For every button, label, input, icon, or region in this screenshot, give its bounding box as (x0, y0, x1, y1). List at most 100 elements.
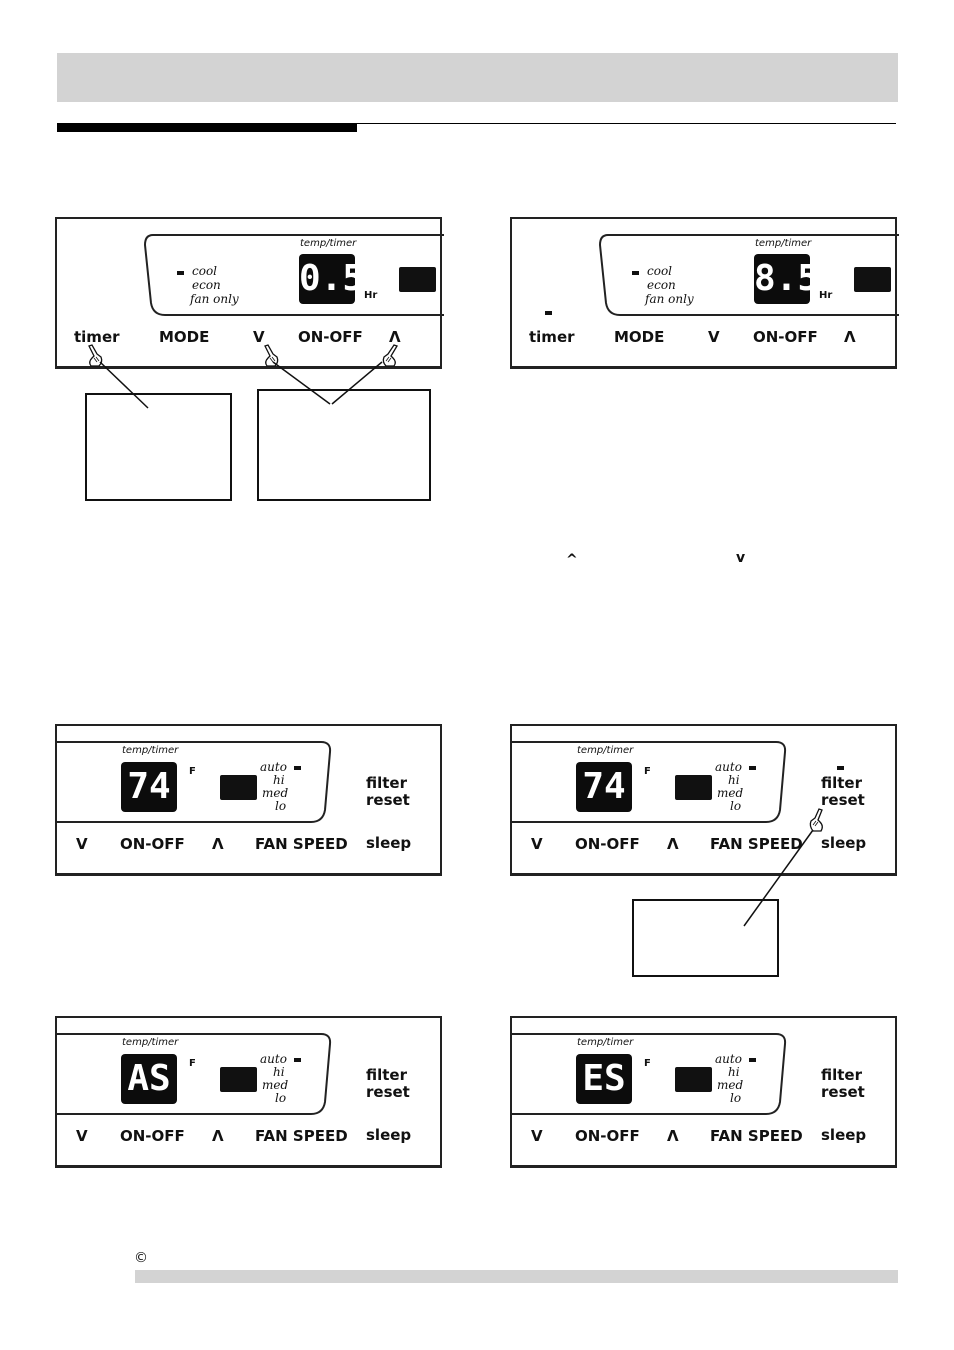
mode-indicator-cool (632, 271, 639, 275)
temp-timer-label: temp/timer (755, 238, 812, 249)
callout-box-filter-reset (632, 899, 779, 977)
fan-speed-hi: hi (273, 1065, 285, 1079)
filter-label[interactable]: filter (366, 1066, 408, 1084)
up-button[interactable]: Λ (667, 835, 679, 853)
mode-button[interactable]: MODE (159, 328, 210, 346)
fan-speed-auto: auto (715, 760, 742, 774)
timer-button[interactable]: timer (74, 328, 120, 346)
filter-label[interactable]: filter (821, 774, 863, 792)
temp-timer-label: temp/timer (577, 1037, 634, 1048)
filter-indicator (837, 766, 844, 770)
fan-speed-auto: auto (715, 1052, 742, 1066)
reset-label[interactable]: reset (821, 791, 865, 809)
mode-indicator-cool (177, 271, 184, 275)
sleep-button[interactable]: sleep (366, 1126, 412, 1144)
fan-speed-med: med (717, 786, 744, 800)
fan-speed-lo: lo (730, 799, 742, 813)
fahrenheit-label: F (644, 1058, 651, 1069)
secondary-display (220, 1067, 257, 1092)
control-panel-error-as: temp/timer AS F auto hi med lo filter re… (55, 1016, 442, 1168)
fan-speed-button[interactable]: FAN SPEED (255, 835, 348, 853)
fahrenheit-label: F (189, 1058, 196, 1069)
timer-button[interactable]: timer (529, 328, 575, 346)
timer-indicator (545, 311, 552, 315)
reset-label[interactable]: reset (821, 1083, 865, 1101)
callout-box-up-down (257, 389, 431, 501)
fan-speed-med: med (262, 786, 289, 800)
filter-label[interactable]: filter (821, 1066, 863, 1084)
hr-label: Hr (364, 290, 378, 301)
secondary-display (675, 1067, 712, 1092)
down-button[interactable]: V (531, 1127, 543, 1145)
mode-label-fan-only: fan only (190, 292, 239, 306)
reset-label[interactable]: reset (366, 1083, 410, 1101)
fan-speed-med: med (717, 1078, 744, 1092)
lcd-display: 0.5 (299, 254, 364, 304)
secondary-display (399, 267, 436, 292)
hr-label: Hr (819, 290, 833, 301)
secondary-display (675, 775, 712, 800)
display-frame (143, 234, 444, 316)
secondary-display (854, 267, 891, 292)
lcd-display: AS (121, 1054, 177, 1104)
pointing-hand-icon (809, 808, 823, 832)
mode-button[interactable]: MODE (614, 328, 665, 346)
lcd-display: ES (576, 1054, 632, 1104)
fan-speed-hi: hi (273, 773, 285, 787)
fahrenheit-label: F (189, 766, 196, 777)
up-button[interactable]: Λ (389, 328, 401, 346)
callout-box-timer (85, 393, 232, 501)
mode-label-econ: econ (647, 278, 676, 292)
fan-speed-lo: lo (275, 799, 287, 813)
control-panel-timer-set: cool econ fan only temp/timer 0.5 Hr tim… (55, 217, 444, 369)
fan-speed-hi: hi (728, 773, 740, 787)
display-frame (598, 234, 899, 316)
up-symbol: ^ (566, 552, 578, 568)
mode-label-cool: cool (192, 264, 218, 278)
on-off-button[interactable]: ON-OFF (298, 328, 363, 346)
fan-indicator-auto (749, 1058, 756, 1062)
up-button[interactable]: Λ (844, 328, 856, 346)
down-button[interactable]: V (531, 835, 543, 853)
sleep-button[interactable]: sleep (821, 1126, 867, 1144)
fan-speed-button[interactable]: FAN SPEED (710, 835, 803, 853)
lcd-display: 74 (576, 762, 632, 812)
on-off-button[interactable]: ON-OFF (120, 835, 185, 853)
display-frame (57, 1033, 332, 1115)
fan-speed-button[interactable]: FAN SPEED (255, 1127, 348, 1145)
sleep-button[interactable]: sleep (821, 834, 867, 852)
on-off-button[interactable]: ON-OFF (575, 1127, 640, 1145)
control-panel-filter-reset: temp/timer 74 F auto hi med lo filter re… (510, 724, 897, 876)
fan-speed-button[interactable]: FAN SPEED (710, 1127, 803, 1145)
section-rule-thick (57, 123, 357, 132)
mode-label-cool: cool (647, 264, 673, 278)
up-button[interactable]: Λ (212, 835, 224, 853)
fan-indicator-auto (294, 1058, 301, 1062)
on-off-button[interactable]: ON-OFF (575, 835, 640, 853)
up-button[interactable]: Λ (212, 1127, 224, 1145)
down-button[interactable]: V (253, 328, 265, 346)
mode-label-fan-only: fan only (645, 292, 694, 306)
pointing-hand-icon (88, 344, 103, 367)
on-off-button[interactable]: ON-OFF (120, 1127, 185, 1145)
sleep-button[interactable]: sleep (366, 834, 412, 852)
lcd-display: 8.5 (754, 254, 819, 304)
up-button[interactable]: Λ (667, 1127, 679, 1145)
fan-indicator-auto (749, 766, 756, 770)
reset-label[interactable]: reset (366, 791, 410, 809)
header-bar (57, 53, 898, 102)
control-panel-temp: temp/timer 74 F auto hi med lo filter re… (55, 724, 442, 876)
down-button[interactable]: V (76, 835, 88, 853)
fan-speed-lo: lo (730, 1091, 742, 1105)
display-frame (57, 741, 332, 823)
section-rule-thin (357, 123, 896, 124)
temp-timer-label: temp/timer (122, 745, 179, 756)
down-button[interactable]: V (76, 1127, 88, 1145)
filter-label[interactable]: filter (366, 774, 408, 792)
temp-timer-label: temp/timer (122, 1037, 179, 1048)
temp-timer-label: temp/timer (577, 745, 634, 756)
on-off-button[interactable]: ON-OFF (753, 328, 818, 346)
fan-speed-auto: auto (260, 760, 287, 774)
fahrenheit-label: F (644, 766, 651, 777)
down-button[interactable]: V (708, 328, 720, 346)
